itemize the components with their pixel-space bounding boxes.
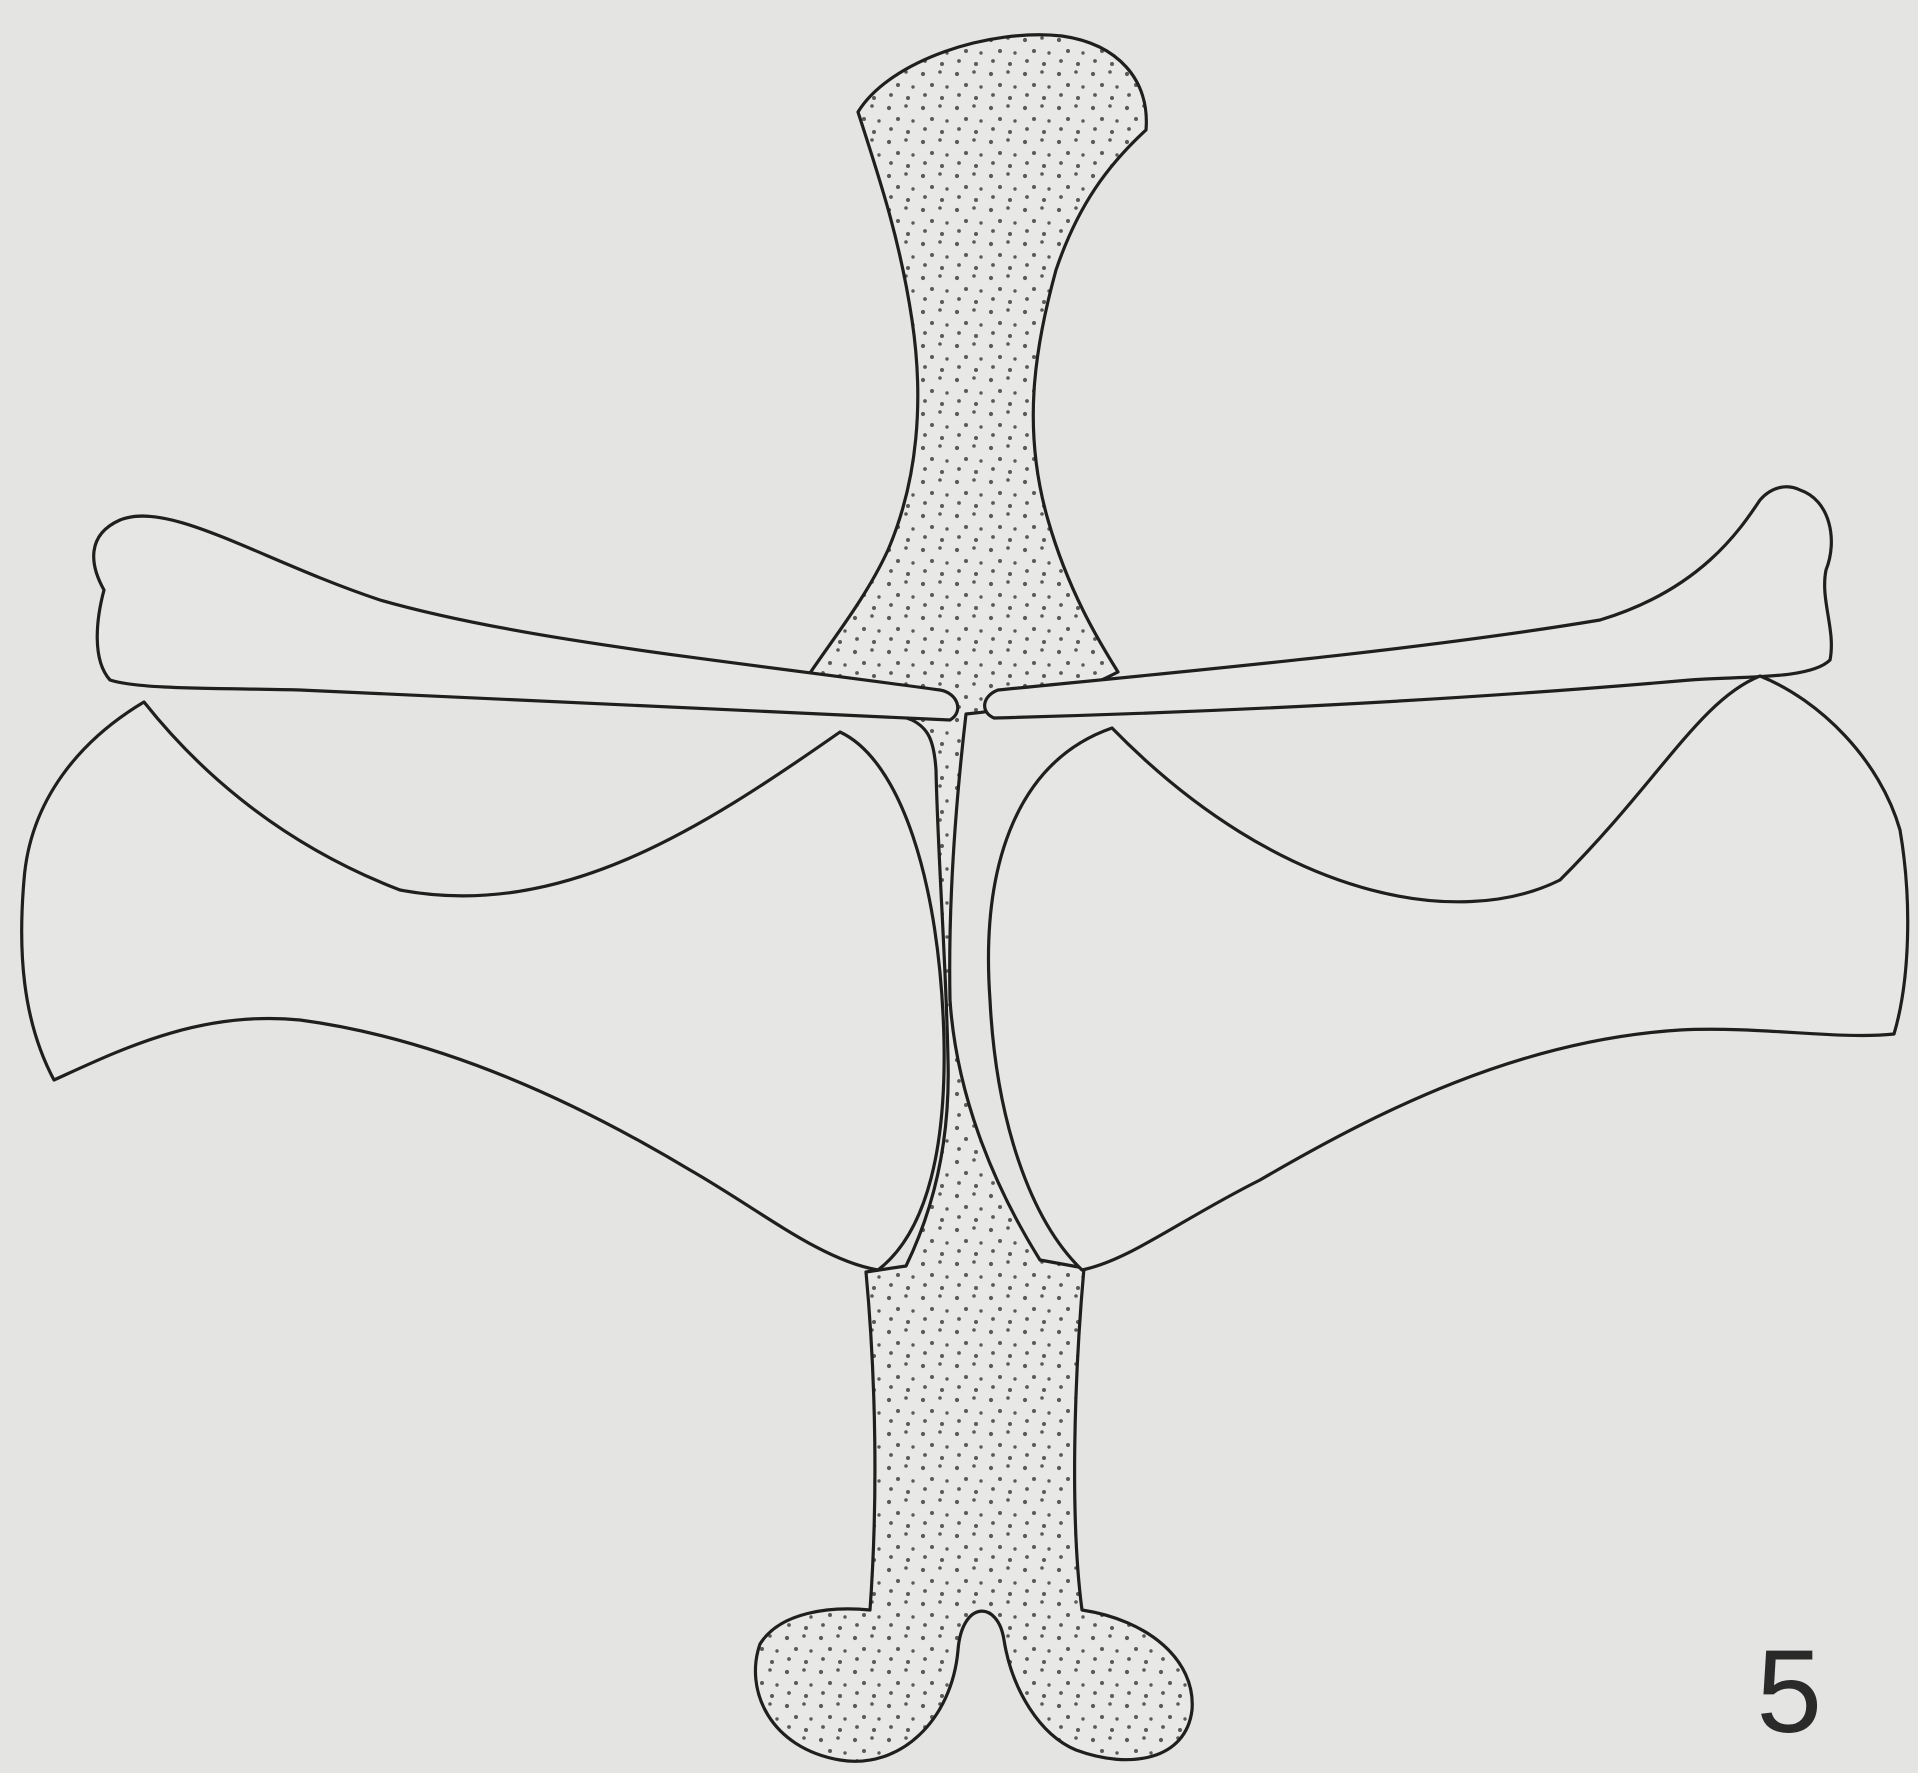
right-scapula-plate xyxy=(989,676,1908,1270)
figure-number: 5 xyxy=(1756,1633,1822,1751)
left-scapula-plate xyxy=(22,702,945,1270)
right-clavicle xyxy=(985,487,1832,718)
left-clavicle xyxy=(94,516,958,720)
